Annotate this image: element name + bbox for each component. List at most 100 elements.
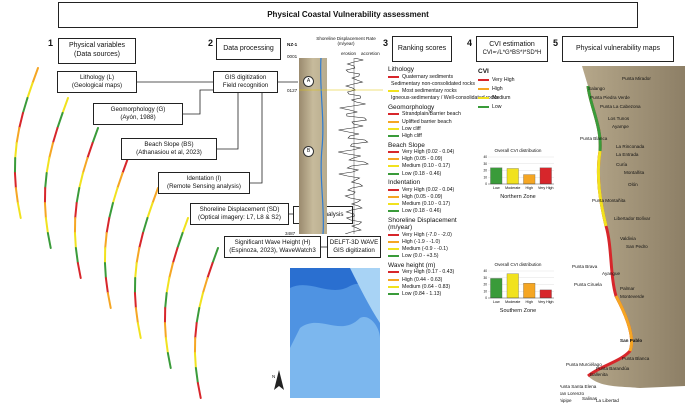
chart-ytick-label: 40: [483, 269, 487, 273]
cvi-legend-item: High: [478, 84, 558, 93]
coast-segment: [15, 127, 21, 144]
map-place-label: Montañita: [624, 170, 645, 175]
cvi-estimation-label: CVI estimation: [489, 40, 535, 48]
coast-segment: [176, 232, 184, 249]
section-5-title: Physical vulnerability maps: [562, 36, 674, 62]
wave-source: (Espinoza, 2023), WaveWatch3: [229, 247, 316, 254]
bathymetry-map: [290, 268, 380, 398]
bathymetry-shallow: [290, 317, 380, 398]
ranking-legend-item: Low (0.18 - 0.46): [388, 208, 474, 215]
chart-category-label: Very High: [538, 186, 554, 190]
chart-category-label: Low: [493, 186, 500, 190]
legend-label: Low (0.18 - 0.46): [402, 208, 442, 215]
ranking-legend-item: High cliff: [388, 132, 474, 139]
chart-ytick-label: 40: [483, 155, 487, 159]
section-2-number: 2: [208, 38, 214, 48]
coast-segment: [46, 232, 52, 249]
legend-label: High (0.44 - 0.63): [402, 276, 443, 283]
map-place-label: Libertador Bolívar: [614, 216, 651, 221]
chart-category-label: High: [526, 300, 533, 304]
chart-ytick-label: 10: [483, 289, 487, 293]
coast-segment: [146, 202, 154, 219]
ranking-legend-item: Uplifted barrier beach: [388, 118, 474, 125]
land-area: [582, 66, 685, 388]
cvi-label: Very High: [492, 76, 515, 83]
field-recognition-label: Field recognition: [222, 82, 269, 89]
geomorphology-source: (Ayón, 1988): [120, 114, 156, 121]
coast-segment: [111, 187, 119, 204]
section-4-title: CVI estimation CVI=√L*G*BS*I*SD*H: [476, 36, 548, 62]
coast-segment: [18, 112, 24, 129]
coast-segment: [121, 157, 129, 174]
profile-header: Shoreline Displacement Rate (m/year): [316, 36, 376, 46]
coast-segment: [198, 292, 204, 309]
ranking-legend-item: Medium (-0.9 - -0.1): [388, 245, 474, 252]
map-place-label: Punta Brava: [572, 264, 598, 269]
coast-segment: [108, 202, 114, 219]
geomorphology-label: Geomorphology (G): [110, 106, 166, 114]
map-place-label: Punta Ciruela: [574, 282, 602, 287]
coast-segment: [195, 307, 201, 324]
legend-label: Low (0.0 - +3.5): [402, 253, 439, 260]
map-place-label: Ayangue: [602, 271, 621, 276]
ranking-legend-item: Very High (0.02 - 0.04): [388, 149, 474, 156]
coast-segment: [165, 277, 171, 294]
lithology-source: (Geological maps): [71, 82, 123, 89]
vulnerability-map-graphic: [560, 66, 685, 403]
delft-label: DELFT-3D WAVE: [329, 239, 379, 247]
ranking-legend-item: Low (0.0 - +3.5): [388, 253, 474, 260]
cvi-label: High: [492, 85, 503, 92]
coast-segment: [31, 67, 39, 84]
legend-label: Very High (-7.0 - -2.0): [402, 231, 452, 238]
map-place-label: Curía: [616, 162, 628, 167]
chart-bar: [539, 289, 552, 299]
chart-bar: [490, 278, 503, 299]
north-arrow: [272, 370, 286, 396]
ranking-legend-item: High (0.05 - 0.09): [388, 156, 474, 163]
indentation-label: Identation (I): [186, 175, 222, 183]
coast-segment: [44, 172, 48, 189]
shoreline-source: (Optical imagery: L7, L8 & S2): [198, 214, 281, 221]
chart-ytick-label: 30: [483, 276, 487, 280]
cvi-legend-title: CVI: [478, 68, 489, 75]
ranking-group-title: Beach Slope: [388, 141, 425, 149]
profile-label-bottom: 3487: [285, 231, 296, 236]
ranking-legend-item: Medium (0.10 - 0.17): [388, 163, 474, 170]
legend-label: High (-1.9 - -1.0): [402, 238, 441, 245]
map-place-label: Olón: [628, 182, 638, 187]
map-place-label: Punta Montañita: [592, 198, 626, 203]
profile-shoreline: [320, 58, 324, 234]
legend-label: Igneous-sedimentary / Well-consolidated …: [391, 95, 499, 102]
legend-label: Very High (0.17 - 0.43): [402, 269, 455, 276]
coast-segment: [193, 352, 197, 369]
map-place-label: Punta Blanca: [580, 136, 608, 141]
coast-segment: [211, 247, 219, 264]
coast-segment: [151, 187, 159, 204]
map-place-label: Valdivia: [620, 236, 636, 241]
profile-panel: NZ-1 Shoreline Displacement Rate (m/year…: [285, 36, 383, 238]
legend-swatch: [388, 188, 399, 191]
cvi-legend-item: Low: [478, 102, 558, 111]
coast-segment: [21, 97, 29, 114]
legend-label: Quaternary sediments: [402, 73, 454, 80]
coast-segment: [171, 247, 179, 264]
legend-label: Medium (0.10 - 0.17): [402, 163, 451, 170]
profile-erosion-label: erosion: [341, 51, 357, 56]
chart-ytick-label: 20: [483, 169, 487, 173]
legend-swatch: [388, 255, 399, 258]
cvi-formula: CVI=√L*G*BS*I*SD*H: [482, 49, 542, 56]
ranking-legend-item: Medium (0.10 - 0.17): [388, 201, 474, 208]
legend-label: Low (0.18 - 0.46): [402, 170, 442, 177]
map-place-label: Palmar: [620, 286, 635, 291]
coast-segment: [103, 262, 107, 279]
bathymetry-coast: [350, 268, 380, 323]
cvi-legend-item: Very High: [478, 75, 558, 84]
legend-label: Sedimentary non-consolidated rocks: [391, 80, 475, 87]
ranking-legend-item: Quaternary sediments: [388, 73, 474, 80]
coast-segment: [168, 262, 174, 279]
ranking-legend-item: Igneous-sedimentary / Well-consolidated …: [388, 95, 498, 102]
chart-ytick-label: 10: [483, 175, 487, 179]
